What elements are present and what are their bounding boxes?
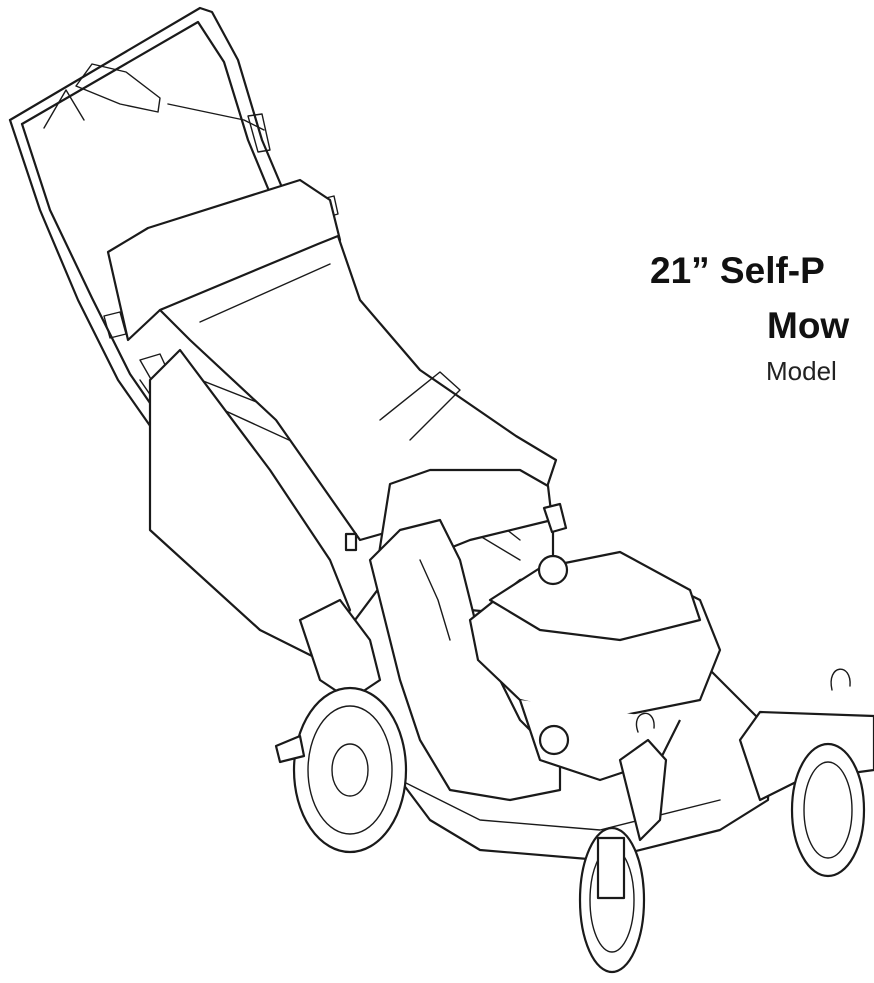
engine <box>468 502 722 782</box>
front-wheel-left <box>578 712 668 974</box>
front-wheel-right <box>738 668 874 878</box>
cover-title-line-2: Mow <box>767 305 850 346</box>
cover-title-line-1: 21” Self-P <box>650 250 825 291</box>
rear-wheel <box>274 686 408 854</box>
model-label: Model <box>766 356 837 386</box>
grass-bag <box>106 178 558 662</box>
